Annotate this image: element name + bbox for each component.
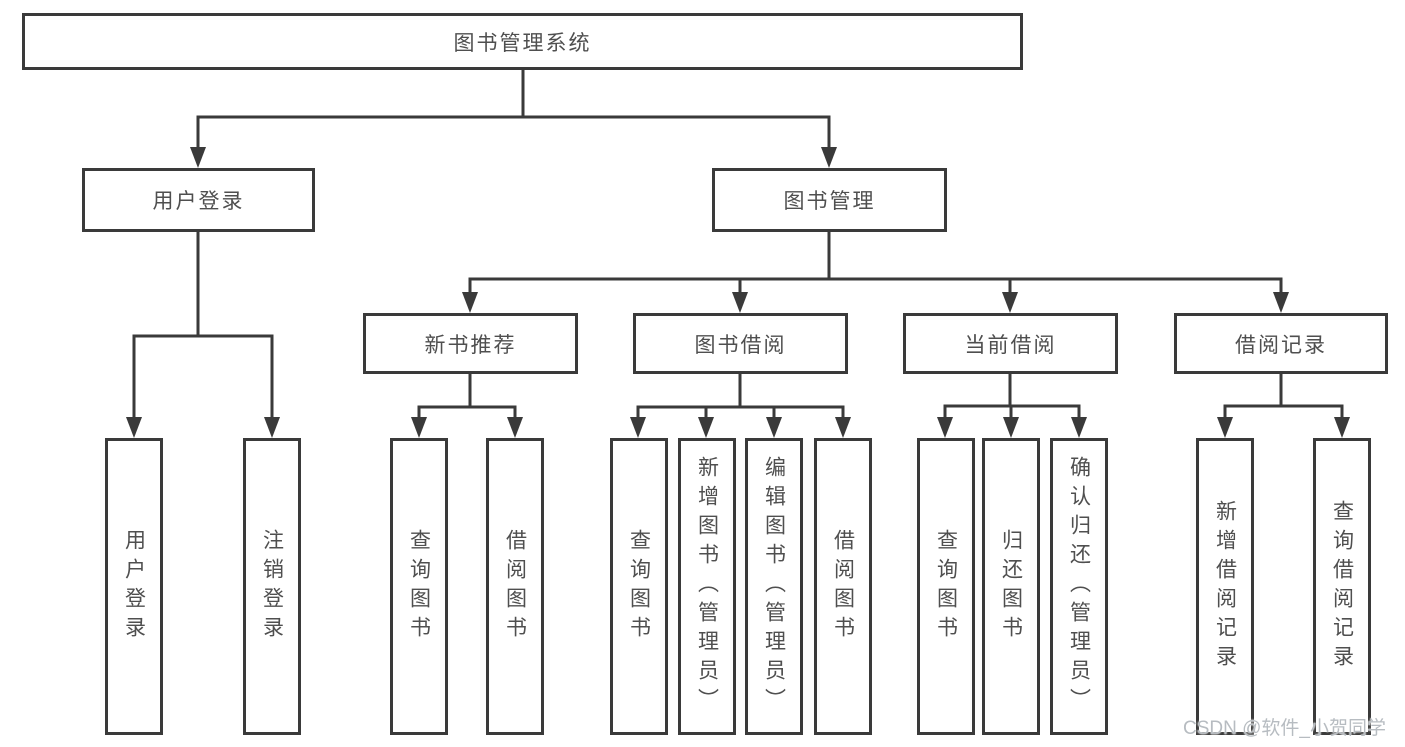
arrow-down-icon: [1071, 417, 1087, 438]
arrow-down-icon: [1002, 292, 1018, 313]
connector-new-book: [417, 372, 517, 422]
leaf-query-books-current: 查询图书: [917, 438, 975, 735]
connector-book-borrow: [636, 372, 845, 422]
leaf-query-books-current-label: 查询图书: [934, 528, 958, 645]
connector-root: [196, 68, 831, 152]
connector-book-management: [468, 230, 1283, 297]
arrow-down-icon: [821, 147, 837, 168]
arrow-down-icon: [835, 417, 851, 438]
leaf-query-books-borrow: 查询图书: [610, 438, 668, 735]
leaf-query-books-recommend-label: 查询图书: [407, 528, 431, 645]
arrow-down-icon: [462, 292, 478, 313]
node-user-login-label: 用户登录: [152, 190, 245, 213]
leaf-query-books-borrow-label: 查询图书: [627, 528, 651, 645]
arrow-down-icon: [264, 417, 280, 438]
arrow-down-icon: [732, 292, 748, 313]
leaf-user-login-label: 用户登录: [122, 528, 146, 645]
leaf-borrow-books-recommend-label: 借阅图书: [503, 528, 527, 645]
node-root: 图书管理系统: [22, 13, 1023, 70]
leaf-borrow-books: 借阅图书: [814, 438, 872, 735]
arrow-down-icon: [190, 147, 206, 168]
arrow-down-icon: [1003, 417, 1019, 438]
connector-borrow-records: [1223, 372, 1344, 422]
arrow-down-icon: [1273, 292, 1289, 313]
leaf-edit-books-admin-label: 编辑图书（管理员）: [762, 456, 786, 717]
leaf-logout-label: 注销登录: [260, 528, 284, 645]
leaf-borrow-books-label: 借阅图书: [831, 528, 855, 645]
node-book-management: 图书管理: [712, 168, 947, 232]
node-root-label: 图书管理系统: [453, 31, 592, 55]
leaf-edit-books-admin: 编辑图书（管理员）: [745, 438, 803, 735]
node-current-borrow: 当前借阅: [903, 313, 1118, 374]
leaf-query-borrow-record: 查询借阅记录: [1313, 438, 1371, 735]
leaf-return-books-label: 归还图书: [999, 528, 1023, 645]
node-new-book-recommend: 新书推荐: [363, 313, 578, 374]
arrow-down-icon: [126, 417, 142, 438]
leaf-add-borrow-record-label: 新增借阅记录: [1213, 499, 1237, 674]
leaf-add-borrow-record: 新增借阅记录: [1196, 438, 1254, 735]
arrow-down-icon: [698, 417, 714, 438]
connector-user-login: [132, 230, 274, 422]
node-book-borrow: 图书借阅: [633, 313, 848, 374]
leaf-add-books-admin-label: 新增图书（管理员）: [695, 456, 719, 717]
leaf-logout: 注销登录: [243, 438, 301, 735]
connector-current-borrow: [943, 372, 1081, 422]
arrow-down-icon: [766, 417, 782, 438]
arrowheads: [126, 147, 1350, 438]
arrow-down-icon: [411, 417, 427, 438]
leaf-query-books-recommend: 查询图书: [390, 438, 448, 735]
node-user-login: 用户登录: [82, 168, 315, 232]
node-book-management-label: 图书管理: [783, 190, 876, 213]
arrow-down-icon: [937, 417, 953, 438]
arrow-down-icon: [1334, 417, 1350, 438]
node-current-borrow-label: 当前借阅: [964, 333, 1057, 357]
leaf-user-login: 用户登录: [105, 438, 163, 735]
node-new-book-recommend-label: 新书推荐: [424, 333, 517, 357]
node-borrow-records: 借阅记录: [1174, 313, 1388, 374]
watermark: CSDN @软件_小贺同学: [1183, 718, 1386, 739]
leaf-confirm-return-admin: 确认归还（管理员）: [1050, 438, 1108, 735]
arrow-down-icon: [507, 417, 523, 438]
leaf-return-books: 归还图书: [982, 438, 1040, 735]
node-borrow-records-label: 借阅记录: [1235, 333, 1327, 357]
node-book-borrow-label: 图书借阅: [694, 333, 787, 357]
leaf-add-books-admin: 新增图书（管理员）: [678, 438, 736, 735]
arrow-down-icon: [630, 417, 646, 438]
leaf-borrow-books-recommend: 借阅图书: [486, 438, 544, 735]
leaf-query-borrow-record-label: 查询借阅记录: [1330, 499, 1354, 674]
arrow-down-icon: [1217, 417, 1233, 438]
leaf-confirm-return-admin-label: 确认归还（管理员）: [1067, 456, 1091, 717]
